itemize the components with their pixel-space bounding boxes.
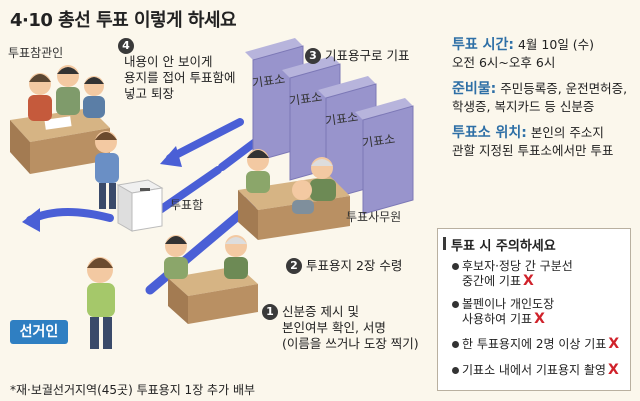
bullet-icon (452, 301, 459, 308)
step-text: 용지를 접어 투표함에 (124, 70, 236, 85)
staff-table-lower (164, 235, 258, 324)
bullet-icon (452, 263, 459, 270)
x-mark-icon: X (523, 273, 534, 289)
step-number: 1 (262, 304, 278, 320)
page-title: 4·10 총선 투표 이렇게 하세요 (10, 10, 237, 31)
label-ballot-box: 투표함 (170, 198, 204, 212)
step-1: 1 신분증 제시 및 본인여부 확인, 서명 (이름을 쓰거나 도장 찍기) (262, 304, 419, 352)
step-2: 2 투표용지 2장 수령 (286, 258, 402, 274)
voting-booths (245, 38, 414, 215)
voter-tag: 선거인 (10, 320, 68, 344)
info-key: 준비물: (452, 81, 497, 97)
info-value: 4월 10일 (수) (517, 37, 595, 52)
step-text: 기표용구로 기표 (325, 48, 410, 63)
step-number: 2 (286, 258, 302, 274)
step-number: 4 (118, 38, 134, 54)
info-value: 오전 6시~오후 6시 (452, 55, 556, 70)
flow-arrow-diagonal (156, 136, 262, 214)
info-value: 본인의 주소지 (530, 125, 604, 140)
ballot-box (116, 179, 164, 232)
x-mark-icon: X (608, 336, 620, 352)
observer-people (28, 65, 105, 121)
step-text: 본인여부 확인, 서명 (282, 320, 386, 335)
ballot-voter (95, 131, 119, 209)
voter-figure (87, 257, 115, 349)
flow-arrow-return (160, 118, 244, 167)
caution-title: 투표 시 주의하세요 (443, 235, 556, 254)
footnote: *재·보궐선거지역(45곳) 투표용지 1장 추가 배부 (10, 383, 256, 397)
step-text: 내용이 안 보이게 (124, 54, 213, 69)
bullet-icon (452, 341, 459, 348)
info-items: 준비물: 주민등록증, 운전면허증, 학생증, 복지카드 등 신분증 (452, 80, 627, 116)
bullet-icon (452, 367, 459, 374)
step-text: 신분증 제시 및 (282, 304, 359, 319)
info-time: 투표 시간: 4월 10일 (수) 오전 6시~오후 6시 (452, 36, 594, 72)
flow-arrow-exit (22, 208, 114, 232)
step-text: 넣고 퇴장 (124, 86, 174, 101)
info-value: 학생증, 복지카드 등 신분증 (452, 99, 595, 114)
info-key: 투표 시간: (452, 37, 514, 53)
step-number: 3 (305, 48, 321, 64)
label-observer: 투표참관인 (8, 46, 64, 60)
step-4: 4 내용이 안 보이게 용지를 접어 투표함에 넣고 퇴장 (118, 38, 235, 102)
info-key: 투표소 위치: (452, 125, 527, 141)
staff-table-upper (238, 149, 350, 240)
step-3: 3 기표용구로 기표 (305, 48, 409, 64)
step-text: (이름을 쓰거나 도장 찍기) (282, 336, 419, 351)
info-value: 관할 지정된 투표소에서만 투표 (452, 143, 614, 158)
info-value: 주민등록증, 운전면허증, (500, 81, 628, 96)
step-text: 투표용지 2장 수령 (306, 258, 403, 273)
x-mark-icon: X (534, 311, 545, 327)
info-place: 투표소 위치: 본인의 주소지 관할 지정된 투표소에서만 투표 (452, 124, 613, 160)
x-mark-icon: X (607, 362, 619, 378)
label-staff: 투표사무원 (346, 210, 402, 224)
